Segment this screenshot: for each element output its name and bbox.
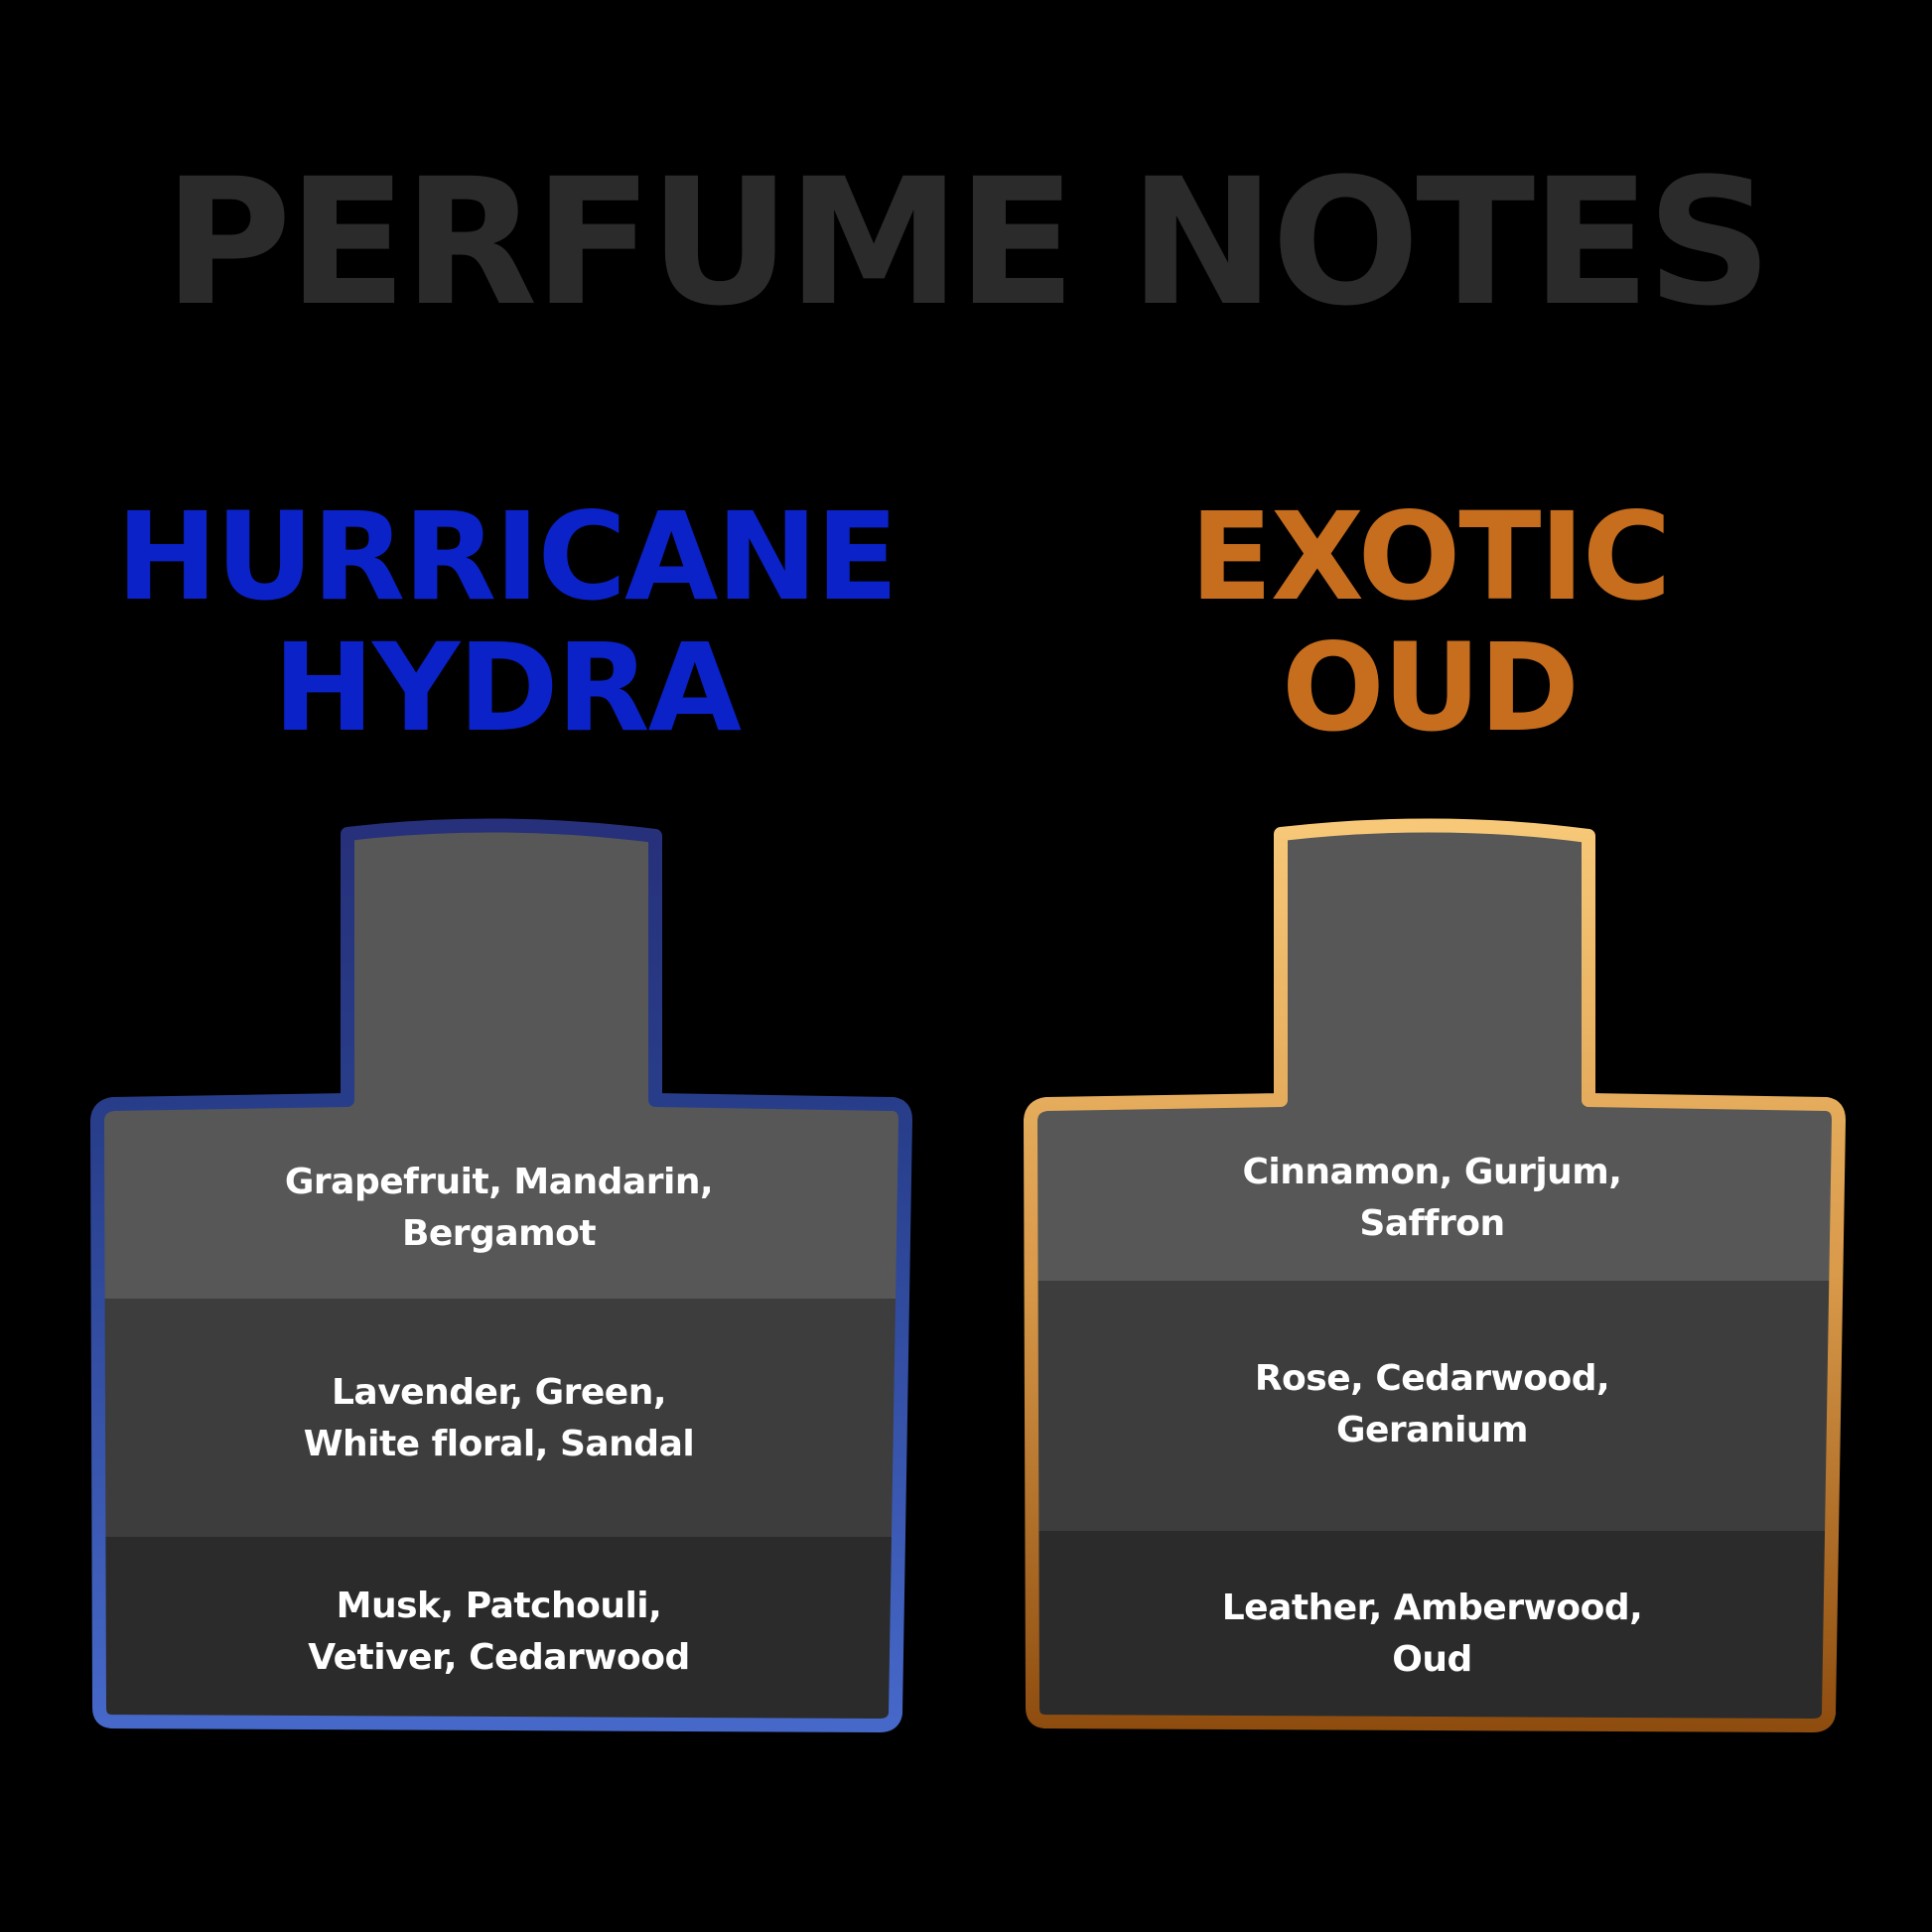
- middle-notes-hurricane-hydra: Lavender, Green, White floral, Sandal: [99, 1367, 898, 1470]
- note-line: White floral, Sandal: [303, 1424, 695, 1464]
- base-notes-exotic-oud: Leather, Amberwood, Oud: [1033, 1583, 1832, 1686]
- product-name-hurricane-hydra: HURRICANE HYDRA: [60, 491, 953, 754]
- base-notes-band: [97, 1537, 905, 1725]
- bottle-outline: [1024, 818, 1846, 1732]
- note-line: Bergamot: [401, 1213, 597, 1254]
- middle-notes-exotic-oud: Rose, Cedarwood, Geranium: [1033, 1353, 1832, 1456]
- product-name-line-1: EXOTIC: [1189, 486, 1672, 627]
- bottle-outline: [90, 818, 912, 1732]
- product-name-line-2: OUD: [1281, 618, 1580, 759]
- note-line: Rose, Cedarwood,: [1254, 1358, 1610, 1399]
- note-line: Leather, Amberwood,: [1221, 1587, 1643, 1628]
- note-line: Lavender, Green,: [331, 1372, 667, 1413]
- top-notes-exotic-oud: Cinnamon, Gurjum, Saffron: [1033, 1147, 1832, 1250]
- note-line: Grapefruit, Mandarin,: [284, 1162, 714, 1202]
- note-line: Musk, Patchouli,: [336, 1586, 662, 1626]
- top-notes-hurricane-hydra: Grapefruit, Mandarin, Bergamot: [99, 1157, 898, 1260]
- note-line: Oud: [1392, 1639, 1472, 1680]
- product-name-line-1: HURRICANE: [116, 486, 898, 627]
- base-notes-hurricane-hydra: Musk, Patchouli, Vetiver, Cedarwood: [99, 1581, 898, 1684]
- base-notes-band: [1031, 1531, 1839, 1725]
- page-title: PERFUME NOTES: [163, 141, 1772, 345]
- note-line: Saffron: [1359, 1203, 1505, 1244]
- note-line: Cinnamon, Gurjum,: [1242, 1152, 1622, 1192]
- middle-notes-band: [97, 1299, 905, 1537]
- note-line: Vetiver, Cedarwood: [308, 1637, 690, 1678]
- note-line: Geranium: [1335, 1410, 1529, 1450]
- middle-notes-band: [1031, 1281, 1839, 1531]
- product-name-exotic-oud: EXOTIC OUD: [983, 491, 1876, 754]
- product-name-line-2: HYDRA: [272, 618, 742, 759]
